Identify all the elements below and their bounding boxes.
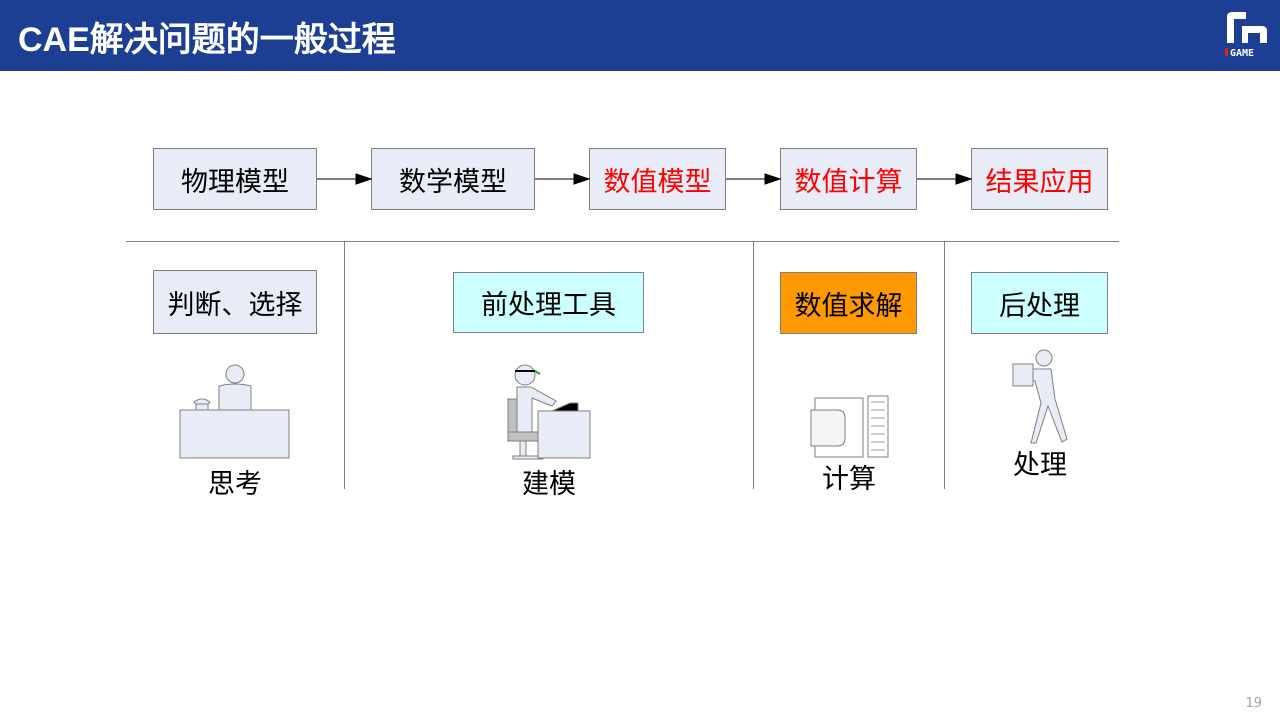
slide-title: CAE解决问题的一般过程 (18, 21, 396, 59)
igame-logo-icon: GAME (1225, 12, 1267, 59)
flow-box-result-application: 结果应用 (971, 148, 1108, 210)
caption-compute: 计算 (822, 464, 876, 495)
stage-box-solve: 数值求解 (780, 272, 917, 334)
divider-horizontal (126, 241, 1119, 242)
walking-person-icon (1012, 349, 1068, 444)
divider-vertical-2 (753, 241, 754, 489)
caption-process: 处理 (1013, 450, 1067, 481)
caption-modeling: 建模 (522, 469, 576, 500)
flow-box-numerical-model: 数值模型 (589, 148, 726, 210)
arrow-head-3 (764, 173, 782, 185)
person-at-desk-icon (179, 364, 290, 459)
stage-box-judge: 判断、选择 (153, 270, 317, 334)
person-at-computer-icon (507, 364, 591, 460)
divider-vertical-1 (344, 241, 345, 489)
header-bar: CAE解决问题的一般过程 GAME (0, 0, 1280, 71)
arrow-head-2 (573, 173, 591, 185)
caption-think: 思考 (208, 469, 262, 500)
page-number: 19 (1245, 696, 1262, 711)
stage-box-postprocess: 后处理 (971, 272, 1108, 334)
flow-box-numerical-computation: 数值计算 (780, 148, 917, 210)
arrow-head-1 (355, 173, 373, 185)
arrow-head-4 (955, 173, 973, 185)
computer-printout-icon (810, 395, 889, 458)
stage-box-preprocess: 前处理工具 (453, 272, 644, 333)
flow-box-math-model: 数学模型 (371, 148, 535, 210)
svg-text:GAME: GAME (1230, 48, 1254, 59)
flow-box-physical-model: 物理模型 (153, 148, 317, 210)
divider-vertical-3 (944, 241, 945, 489)
